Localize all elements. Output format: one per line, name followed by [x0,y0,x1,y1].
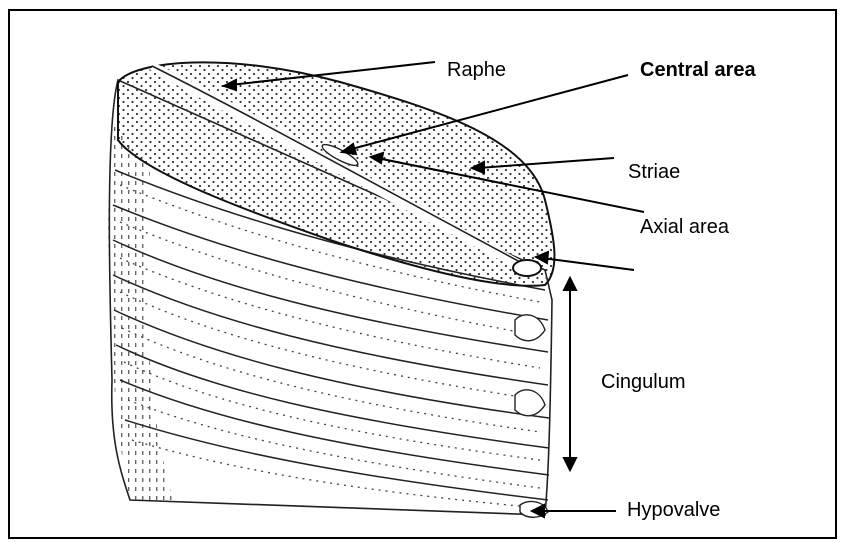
label-raphe: Raphe [447,60,506,80]
label-hypovalve: Hypovalve [627,500,720,520]
label-axial-area: Axial area [640,217,729,237]
label-striae: Striae [628,162,680,182]
label-central-area: Central area [640,60,756,80]
label-cingulum: Cingulum [601,372,685,392]
polar-nodule [513,260,541,276]
